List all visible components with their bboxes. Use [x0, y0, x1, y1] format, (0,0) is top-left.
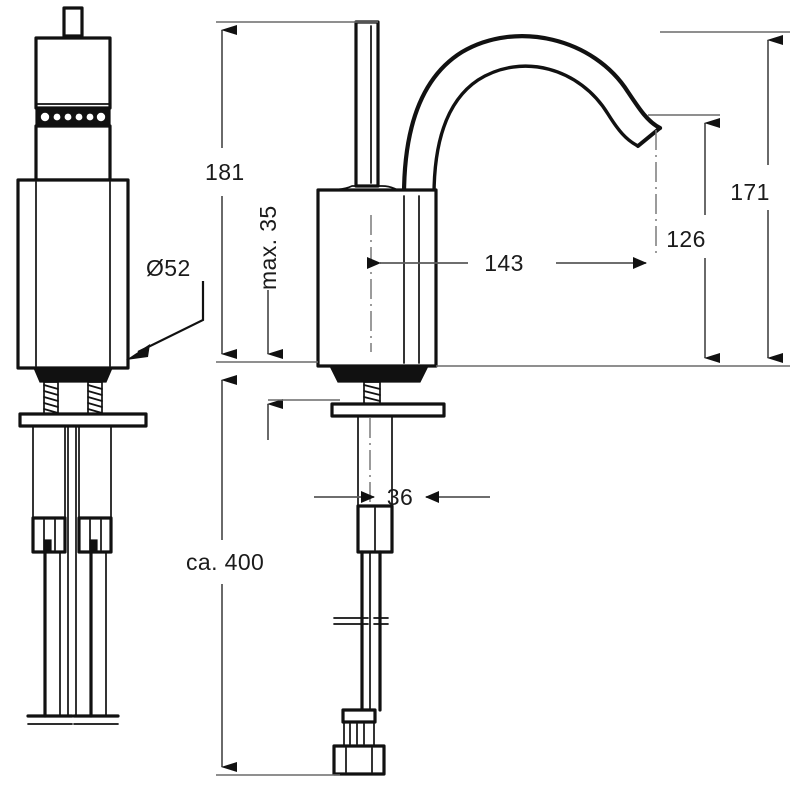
dim-36-label: 36 [387, 484, 413, 510]
body-cylinder [16, 178, 130, 370]
spout-body-fill [404, 36, 660, 196]
dimension-143: 143 [367, 130, 657, 276]
diameter-52-arrowhead [126, 344, 150, 360]
right-front-elevation-view [316, 20, 663, 776]
base-gasket [33, 367, 113, 383]
dimension-max-35: max. 35 [255, 205, 340, 440]
diameter-52-label: Ø52 [146, 255, 191, 281]
mixer-base-gasket [329, 365, 429, 383]
dim-126-label: 126 [666, 226, 706, 252]
handle-cap [34, 36, 112, 110]
handle-neck [34, 124, 112, 182]
knurl-dots [40, 112, 106, 122]
mounting-plate [18, 412, 148, 428]
dim-181-label: 181 [205, 159, 245, 185]
threaded-studs [43, 381, 103, 415]
dim-max35-label: max. 35 [255, 205, 281, 290]
supply-tube-left [26, 425, 74, 725]
hose-ferrule-ribs [349, 723, 365, 745]
hose-break-symbol [333, 617, 389, 625]
supply-tube-right [72, 425, 120, 725]
dimension-171: 171 [730, 35, 783, 363]
dimension-diameter-52: Ø52 [126, 255, 205, 360]
dimension-181: 181 [205, 25, 245, 359]
left-side-section-view [16, 6, 148, 725]
dim-400-label: ca. 400 [186, 549, 264, 575]
lever-stem [62, 6, 84, 38]
hose-ferrule [341, 708, 377, 724]
diameter-52-leader [137, 281, 205, 353]
dimension-126: 126 [666, 118, 720, 363]
deck-washer [330, 402, 446, 418]
spout-outer-curve [401, 34, 663, 199]
spout-inner-curve [432, 64, 640, 198]
hose-hex-nut [332, 744, 386, 776]
dimension-ca-400: ca. 400 [186, 375, 264, 772]
lever-handle [354, 20, 380, 188]
dim-171-label: 171 [730, 179, 770, 205]
dimension-36: 36 [314, 484, 490, 510]
dim-143-label: 143 [484, 250, 524, 276]
hose-sleeve [343, 721, 375, 747]
